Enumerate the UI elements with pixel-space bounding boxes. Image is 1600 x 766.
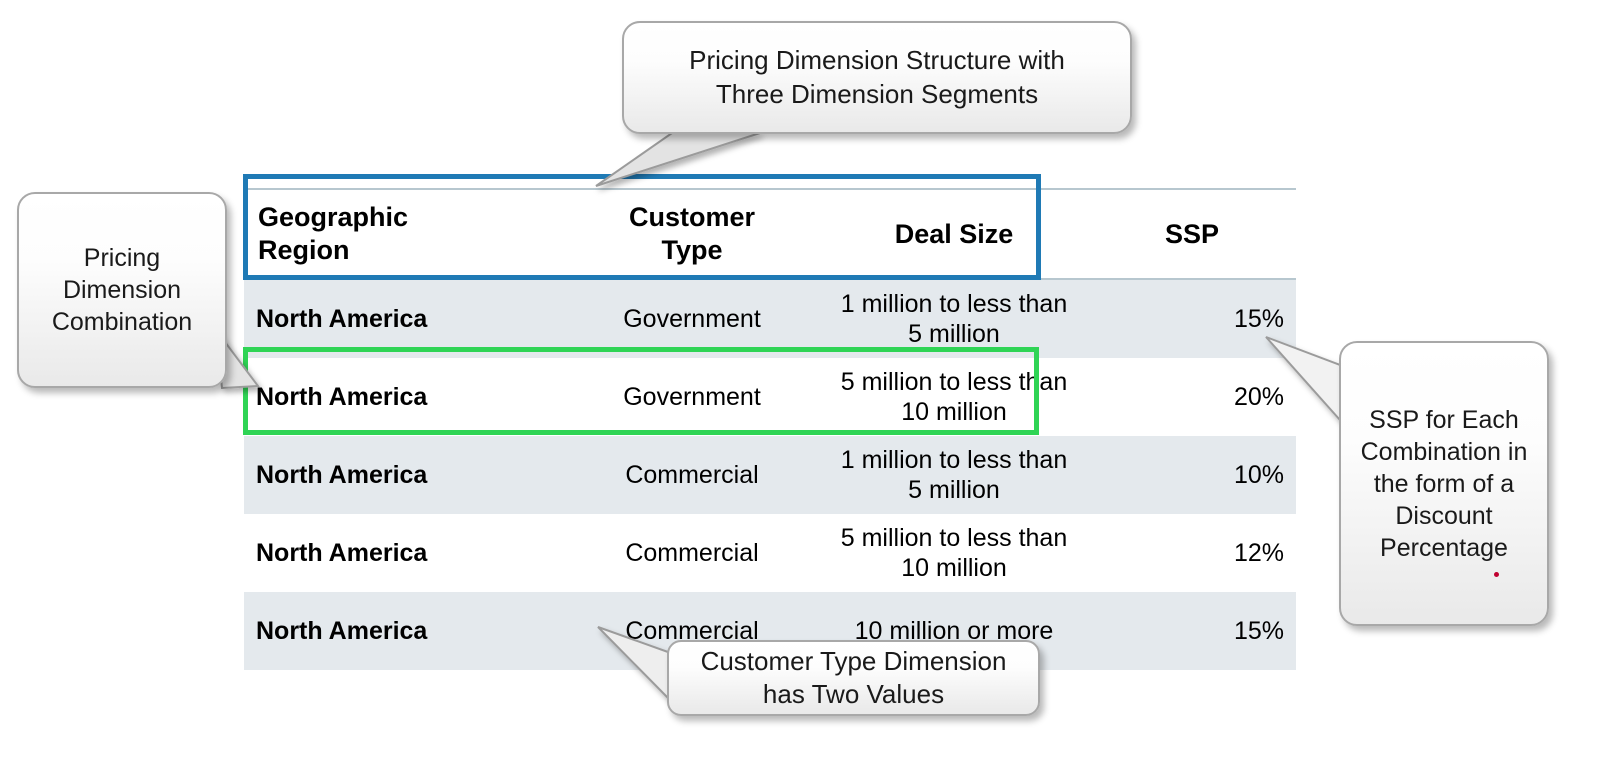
- callout-combination-line-1: Pricing: [83, 244, 161, 272]
- cell-deal-size: 5 million to less than 10 million: [820, 514, 1088, 592]
- callout-combination-line-3: Combination: [51, 308, 193, 336]
- cell-ssp: 10%: [1233, 460, 1284, 489]
- cell-deal-size-line-1: 5 million to less than: [840, 367, 1068, 396]
- cell-deal-size: 5 million to less than 10 million: [820, 358, 1088, 436]
- cell-deal-size-line-2: 5 million: [908, 320, 1000, 348]
- callout-structure-text: Pricing Dimension Structure with Three D…: [689, 44, 1065, 111]
- cell-ssp: 15%: [1233, 304, 1284, 333]
- callout-customer-type-line-2: has Two Values: [762, 679, 945, 709]
- column-header-line-1: Geographic: [258, 202, 409, 233]
- cell-ssp: 15%: [1233, 616, 1284, 645]
- table-row[interactable]: North America Commercial 1 million to le…: [244, 436, 1296, 514]
- cell-deal-size-line-1: 5 million to less than: [840, 523, 1068, 552]
- table-row[interactable]: North America Commercial 5 million to le…: [244, 514, 1296, 592]
- callout-customer-type-line-1: Customer Type Dimension: [700, 645, 1007, 676]
- callout-ssp-line-4: Discount: [1395, 501, 1493, 530]
- cell-deal-size: 1 million to less than 5 million: [820, 279, 1088, 358]
- callout-pricing-dimension-combination[interactable]: Pricing Dimension Combination: [17, 192, 227, 388]
- red-dot-marker: [1494, 572, 1499, 577]
- callout-ssp-line-2: Combination in: [1360, 437, 1528, 466]
- cell-region: North America: [256, 538, 428, 567]
- pricing-dimension-table: Geographic Region Customer Type Deal Siz…: [244, 188, 1296, 670]
- table-header-row: Geographic Region Customer Type Deal Siz…: [244, 188, 1296, 280]
- cell-deal-size: 1 million to less than 5 million: [820, 436, 1088, 514]
- table-header: Geographic Region Customer Type Deal Siz…: [244, 188, 1296, 280]
- cell-region: North America: [256, 382, 428, 411]
- cell-ssp: 20%: [1233, 382, 1284, 411]
- cell-deal-size-line-1: 1 million to less than: [840, 289, 1068, 318]
- cell-region: North America: [256, 460, 428, 489]
- column-header-line-2: Region: [258, 235, 350, 265]
- table-row[interactable]: North America Government 1 million to le…: [244, 279, 1296, 358]
- table-row[interactable]: North America Government 5 million to le…: [244, 358, 1296, 436]
- column-header-geographic-region[interactable]: Geographic Region: [244, 188, 564, 280]
- cell-deal-size-line-2: 5 million: [908, 476, 1000, 504]
- callout-structure-line-1: Pricing Dimension Structure with: [689, 45, 1065, 76]
- cell-customer-type: Government: [623, 382, 761, 411]
- column-header-ssp[interactable]: SSP: [1088, 188, 1296, 280]
- callout-pricing-dimension-structure[interactable]: Pricing Dimension Structure with Three D…: [622, 21, 1132, 134]
- cell-customer-type: Government: [623, 304, 761, 333]
- callout-ssp-discount-percentage[interactable]: SSP for Each Combination in the form of …: [1339, 341, 1549, 626]
- cell-deal-size-line-2: 10 million: [901, 554, 1007, 582]
- cell-region: North America: [256, 616, 428, 645]
- callout-ssp-line-5: Percentage: [1380, 533, 1508, 562]
- callout-combination-line-2: Dimension: [62, 276, 182, 304]
- cell-ssp: 12%: [1233, 538, 1284, 567]
- column-header-deal-size[interactable]: Deal Size: [820, 188, 1088, 280]
- column-header-line-1: Customer: [628, 202, 756, 233]
- cell-customer-type: Commercial: [625, 538, 759, 567]
- column-header-customer-type[interactable]: Customer Type: [564, 188, 820, 280]
- callout-combination-text: Pricing Dimension Combination: [52, 242, 192, 338]
- cell-customer-type: Commercial: [625, 460, 759, 489]
- table-body: North America Government 1 million to le…: [244, 279, 1296, 670]
- callout-tail-structure: [595, 132, 761, 187]
- callout-ssp-text: SSP for Each Combination in the form of …: [1361, 404, 1528, 564]
- callout-ssp-line-3: the form of a: [1373, 469, 1515, 498]
- callout-customer-type-two-values[interactable]: Customer Type Dimension has Two Values: [667, 640, 1040, 716]
- column-header-line-2: Type: [661, 235, 723, 265]
- cell-deal-size-line-2: 10 million: [901, 398, 1007, 426]
- callout-structure-line-2: Three Dimension Segments: [715, 78, 1039, 109]
- callout-customer-type-text: Customer Type Dimension has Two Values: [701, 645, 1007, 712]
- cell-region: North America: [256, 304, 428, 333]
- cell-deal-size-line-1: 1 million to less than: [840, 445, 1068, 474]
- callout-ssp-line-1: SSP for Each: [1369, 405, 1519, 434]
